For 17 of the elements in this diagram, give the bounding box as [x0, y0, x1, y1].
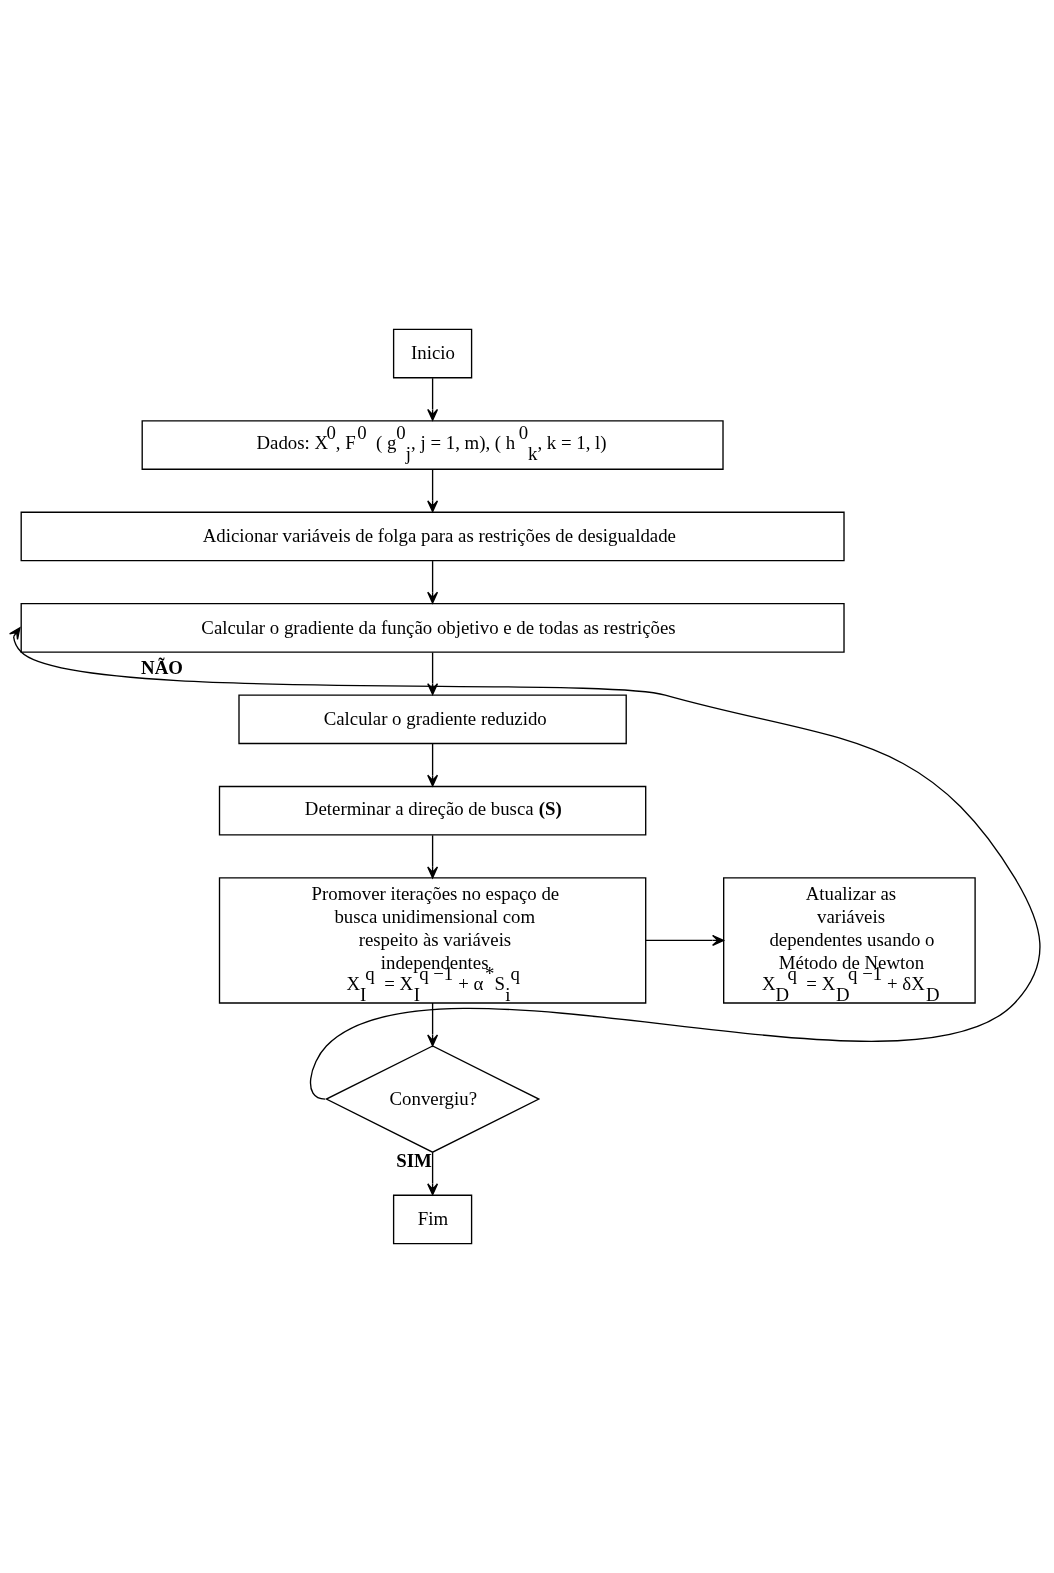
arrow	[427, 377, 439, 421]
arrow	[427, 743, 439, 787]
arrow	[427, 560, 439, 604]
arrow	[427, 834, 439, 879]
node-diamond: Convergiu?	[324, 1045, 541, 1153]
arrow	[427, 1002, 439, 1047]
arrow	[9, 627, 1041, 1100]
node-box: Calcular o gradiente reduzido	[238, 694, 627, 745]
edge-label: NÃO	[141, 657, 183, 679]
node-box: Fim	[392, 1194, 473, 1245]
node-box: Adicionar variáveis de folga para as restrições de desigualdade	[20, 511, 845, 562]
arrow	[645, 934, 725, 946]
node-box: Determinar a direção de busca (S)	[218, 785, 647, 836]
arrow	[427, 1151, 439, 1196]
arrow	[427, 469, 439, 513]
node-box: Calcular o gradiente da função objetivo e de todas as restrições	[20, 603, 845, 653]
node-box: Inicio	[392, 328, 473, 379]
